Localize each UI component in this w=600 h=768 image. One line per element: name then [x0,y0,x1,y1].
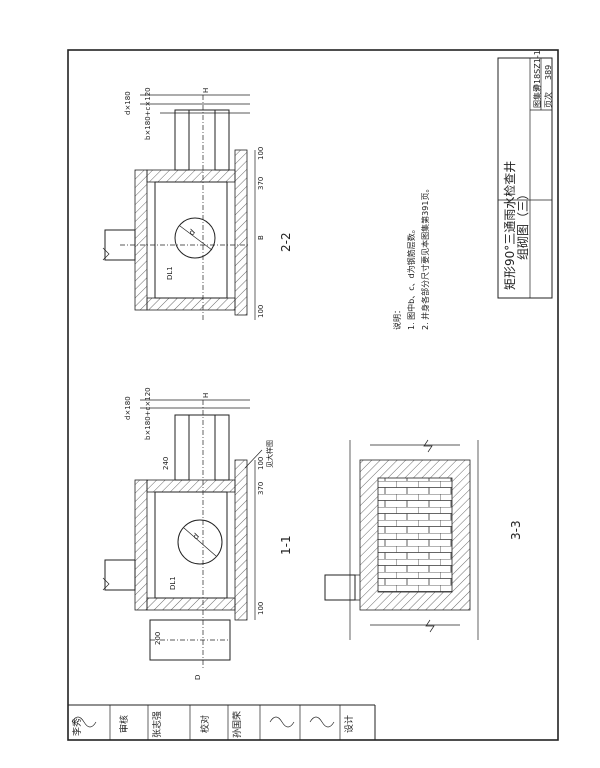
review-name: 李秀 [71,718,83,736]
page-number-value: 389 [544,65,553,80]
detail-leader-label: 见大样图 [265,440,274,468]
section-label-2-2: 2-2 [279,232,293,252]
dim-stack-2: b×180+c×120 [144,87,152,140]
design-label: 设计 [343,715,355,733]
dim-D: D [194,675,202,680]
dim-H-1: H [202,393,210,398]
dim-100-2a: 100 [257,147,265,160]
note-item-2: 2. 井身各部分尺寸要见本图集第391页。 [420,185,430,330]
dim-240: 240 [162,457,170,470]
review-label: 审核 [118,715,130,733]
check-name: 张志强 [151,711,163,738]
dim-100-2b: 100 [257,305,265,318]
dim-370-1: 370 [257,482,265,495]
title-block: 矩形90°三通雨水检查井 组砌图（三） 图集号 沪18SZ1-1 页次 389 [497,50,553,299]
section-1-1: H b×180+c×120 d×180 240 370 100 100 200 … [102,387,293,680]
dim-100-1b: 100 [257,602,265,615]
dim-d180-2: d×180 [124,91,132,115]
drawing-title-line2: 组砌图（三） [516,188,530,260]
notes-heading: 说明： [392,306,402,330]
section-2-2: H b×180+c×120 d×180 100 370 B 100 d DL1 … [102,87,293,320]
drawing-title-line1: 矩形90°三通雨水检查井 [502,161,517,290]
page-number-label: 页次 [543,92,553,108]
note-item-1: 1. 图中b、c、d为钢筋层数。 [406,225,416,330]
notes: 说明： 1. 图中b、c、d为钢筋层数。 2. 井身各部分尺寸要见本图集第391… [392,185,430,330]
section-label-3-3: 3-3 [509,520,523,540]
dim-200: 200 [154,632,162,645]
outer-frame [67,49,559,741]
atlas-number-value: 沪18SZ1-1 [532,50,542,92]
atlas-number-label: 图集号 [532,84,542,108]
flow-label-1: DL1 [169,576,177,590]
section-label-1-1: 1-1 [279,535,293,555]
pipe-label-2: d [187,227,197,237]
design-name: 孙国荣 [231,711,243,738]
dim-B-2: B [257,235,265,240]
section-3-3: 3-3 [324,439,523,640]
dim-d180-1: d×180 [124,396,132,420]
check-label: 校对 [199,715,211,733]
pipe-label-1: d [191,531,201,541]
dim-370-2: 370 [257,177,265,190]
dim-H-2: H [202,88,210,93]
flow-label-2: DL1 [166,266,174,280]
dim-100-1a: 100 [257,457,265,470]
signature-block: 李秀 审核 张志强 校对 孙国荣 设计 [71,705,355,740]
dim-stack-1: b×180+c×120 [144,387,152,440]
